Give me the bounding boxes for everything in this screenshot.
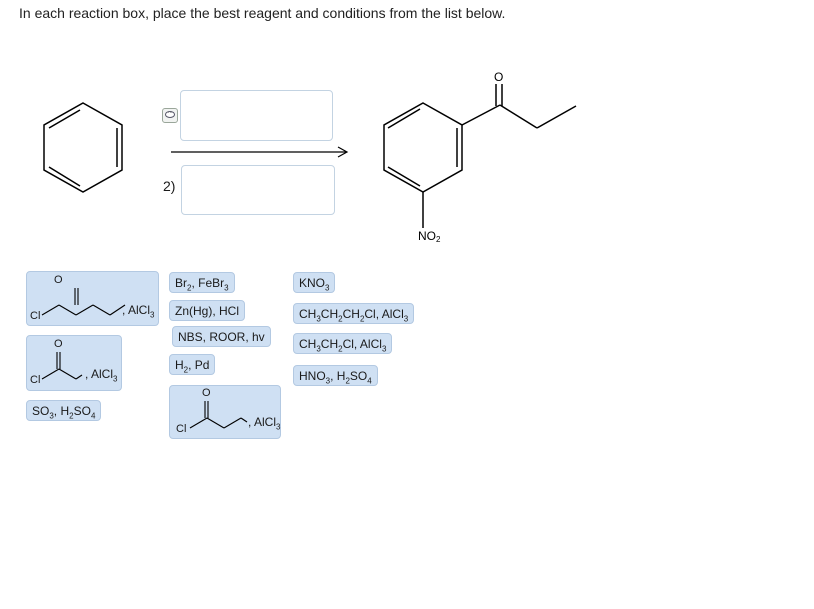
reagent-suffix: , AlCl3 [85,367,118,384]
reagent-hno3-h2so4[interactable]: HNO3, H2SO4 [293,365,378,386]
hint-icon[interactable]: ··· [162,108,178,123]
chlorine-label: Cl [30,310,41,322]
reagent-h2-pd[interactable]: H2, Pd [169,354,216,375]
reagent-zn-hg-hcl[interactable]: Zn(Hg), HCl [169,300,246,321]
chlorine-label: Cl [30,374,41,386]
reagent-br2-febr3[interactable]: Br2, FeBr3 [169,272,235,293]
oxygen-label: O [54,274,63,286]
product-molecule [383,84,577,228]
propanoyl-chloride-structure [41,352,83,380]
instructions-text: In each reaction box, place the best rea… [19,5,506,21]
reagent-nbs-roor-hv[interactable]: NBS, ROOR, hv [172,326,271,347]
reactant-benzene [43,102,123,193]
reagent-suffix: , AlCl3 [122,303,155,320]
oxygen-label: O [202,387,211,399]
reagent-propyl-chloride-alcl3[interactable]: CH3CH2CH2Cl, AlCl3 [293,303,415,324]
oxygen-label: O [54,338,63,350]
reagent-butanoyl-chloride-alcl3[interactable]: Cl O , AlCl3 [26,271,159,326]
reagent-propanoyl-chloride-alcl3-2[interactable]: Cl O , AlCl3 [169,385,281,439]
product-nitro-label: NO2 [418,229,441,244]
butanoyl-chloride-structure [41,288,126,316]
reaction-box-step-1[interactable] [180,90,333,141]
reagent-ethyl-chloride-alcl3[interactable]: CH3CH2Cl, AlCl3 [293,333,393,354]
reagent-kno3[interactable]: KNO3 [293,272,336,293]
reagent-so3-h2so4[interactable]: SO3, H2SO4 [26,400,102,421]
reaction-arrow [171,146,349,158]
step-2-label: 2) [163,178,176,194]
reaction-scheme: O NO2 [43,70,577,244]
propanoyl-chloride-structure [189,401,248,429]
reagent-propanoyl-chloride-alcl3[interactable]: Cl O , AlCl3 [26,335,122,391]
product-oxygen-label: O [494,70,503,84]
reaction-box-step-2[interactable] [181,165,335,215]
reagent-suffix: , AlCl3 [248,415,281,432]
chlorine-label: Cl [176,423,187,435]
